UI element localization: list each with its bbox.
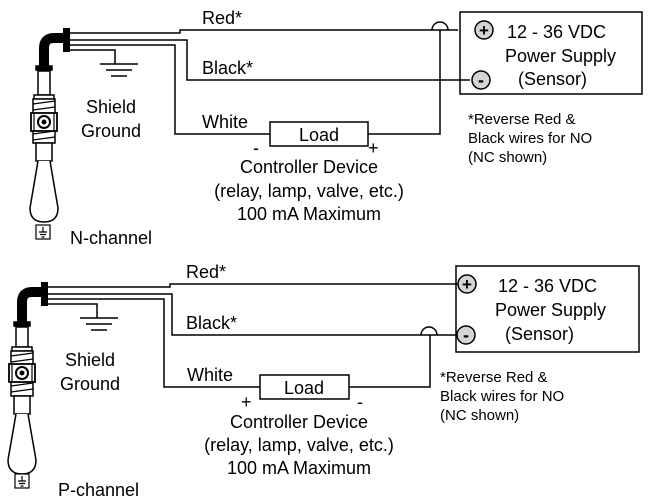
shield-label: Shield — [86, 97, 136, 117]
load-right-polarity: + — [368, 138, 379, 158]
sensor-connector-block — [63, 28, 70, 52]
n-channel-labels: Red* Black* White Shield Ground Load - +… — [70, 8, 616, 248]
note-line-2: Black wires for NO — [440, 388, 564, 405]
red-wire — [48, 283, 458, 288]
plus-terminal-symbol: + — [462, 275, 472, 294]
controller-title: Controller Device — [240, 157, 378, 177]
load-left-polarity: + — [241, 392, 252, 412]
note-line-3: (NC shown) — [468, 149, 547, 166]
supply-voltage: 12 - 36 VDC — [507, 22, 606, 42]
red-wire — [70, 29, 458, 34]
supply-voltage: 12 - 36 VDC — [498, 276, 597, 296]
note-line-3: (NC shown) — [440, 407, 519, 424]
shield-wire — [70, 49, 116, 64]
channel-label: N-channel — [70, 228, 152, 248]
p-channel-labels: Red* Black* White Shield Ground Load + -… — [58, 262, 606, 500]
wire-crossover-icon — [420, 326, 438, 336]
white-wire — [70, 44, 270, 135]
ground-label: Ground — [81, 121, 141, 141]
load-label: Load — [299, 125, 339, 145]
load-return-wire — [368, 30, 441, 135]
note-line-2: Black wires for NO — [468, 130, 592, 147]
sensor-body — [30, 65, 58, 162]
p-channel-panel — [7, 265, 640, 489]
sensor-cable-bend — [17, 287, 42, 322]
sensor-body — [8, 321, 36, 415]
black-wire-label: Black* — [202, 58, 253, 78]
ground-symbol-icon — [35, 224, 51, 240]
plus-terminal-symbol: + — [479, 21, 489, 40]
ground-label: Ground — [60, 374, 120, 394]
sensor-probe — [29, 160, 59, 223]
black-wire — [48, 293, 466, 336]
load-right-polarity: - — [357, 392, 363, 412]
shield-ground-icon — [100, 63, 138, 77]
white-wire — [48, 298, 260, 388]
black-wire — [70, 39, 470, 81]
note-line-1: *Reverse Red & — [468, 111, 576, 128]
load-label: Load — [284, 378, 324, 398]
red-wire-label: Red* — [202, 8, 242, 28]
shield-label: Shield — [65, 350, 115, 370]
minus-terminal-symbol: - — [463, 325, 469, 345]
note-line-1: *Reverse Red & — [440, 369, 548, 386]
power-supply-box — [459, 11, 643, 95]
supply-title: Power Supply — [495, 300, 606, 320]
shield-ground-icon — [80, 317, 118, 331]
channel-label: P-channel — [58, 480, 139, 500]
ground-symbol-icon — [14, 473, 30, 489]
minus-terminal-symbol: - — [478, 70, 484, 90]
white-wire-label: White — [187, 365, 233, 385]
controller-title: Controller Device — [230, 412, 368, 432]
supply-subtitle: (Sensor) — [505, 324, 574, 344]
minus-terminal-icon — [471, 70, 491, 90]
load-box — [259, 374, 350, 400]
minus-terminal-icon — [456, 325, 476, 345]
sensor-connector-block — [41, 282, 48, 306]
load-return-wire — [349, 335, 431, 388]
wire-crossover-icon — [431, 21, 449, 31]
sensor-probe — [7, 413, 37, 475]
plus-terminal-icon — [457, 274, 477, 294]
plus-terminal-icon — [474, 20, 494, 40]
controller-examples: (relay, lamp, valve, etc.) — [204, 435, 394, 455]
controller-examples: (relay, lamp, valve, etc.) — [214, 181, 404, 201]
n-channel-panel — [29, 11, 643, 240]
white-wire-label: White — [202, 112, 248, 132]
shield-wire — [48, 303, 98, 318]
supply-subtitle: (Sensor) — [518, 69, 587, 89]
supply-title: Power Supply — [505, 46, 616, 66]
power-supply-box — [455, 265, 640, 353]
black-wire-label: Black* — [186, 313, 237, 333]
sensor-cable-bend — [39, 33, 64, 66]
controller-rating: 100 mA Maximum — [227, 458, 371, 478]
load-left-polarity: - — [253, 138, 259, 158]
controller-rating: 100 mA Maximum — [237, 204, 381, 224]
red-wire-label: Red* — [186, 262, 226, 282]
